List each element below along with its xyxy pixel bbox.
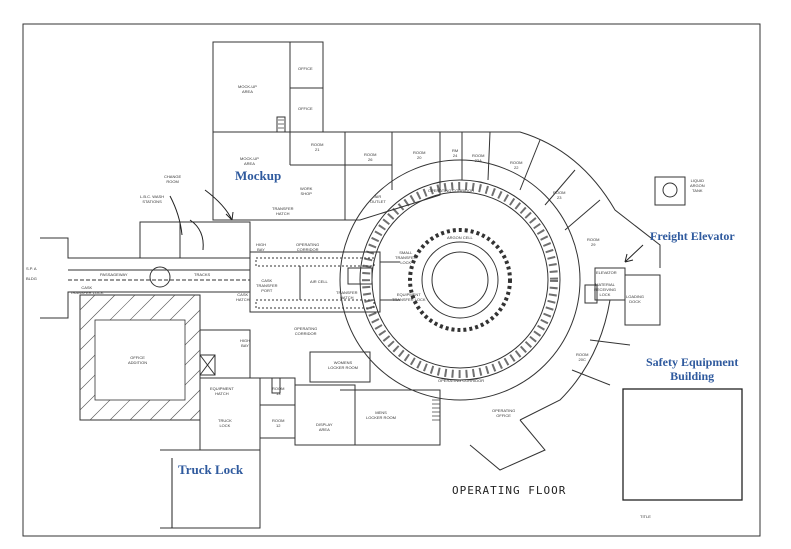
room-label-room-21: ROOM 21 <box>311 142 324 152</box>
safety-equipment-building <box>622 388 743 501</box>
room-label-womens-locker: WOMENS LOCKER ROOM <box>328 360 359 370</box>
room-label-change-room: CHANGE ROOM <box>164 174 182 184</box>
room-label-office-1: OFFICE <box>298 66 313 71</box>
room-label-truck-lock-small: TRUCK LOCK <box>218 418 232 428</box>
room-label-passageway: PASSAGEWAY <box>100 272 128 277</box>
room-label-mens-locker: MENS LOCKER ROOM <box>366 410 397 420</box>
room-label-room-23: ROOM 23 <box>553 190 566 200</box>
drawing-id: TITLE <box>640 514 651 519</box>
room-label-room-24: RM 24 <box>452 148 459 158</box>
room-label-office-addition: OFFICE ADDITION <box>128 355 148 365</box>
room-label-room-22: ROOM 22 <box>510 160 523 170</box>
room-label-bldg-left-2: BLDG <box>26 276 37 281</box>
ring-rooms <box>440 131 661 471</box>
room-label-equipment-hatch: EQUIPMENT HATCH <box>210 386 234 396</box>
room-label-room-20c: ROOM 20C <box>576 352 589 362</box>
callout-arrows <box>169 189 644 528</box>
left-wing <box>40 221 251 421</box>
hot-cell <box>249 251 400 313</box>
callout-freight-elevator: Freight Elevator <box>650 229 735 243</box>
room-label-lbc-wash: L.B.C. WASH STATIONS <box>140 194 165 204</box>
room-label-cask-transfer-port: CASK TRANSFER PORT <box>256 278 278 293</box>
room-label-work-shop: WORK SHOP <box>300 186 313 196</box>
room-label-room-20: ROOM 20 <box>413 150 426 160</box>
drawing-border <box>22 23 761 537</box>
room-label-bldg-left-1: S.P. A <box>26 266 37 271</box>
room-label-mockup-area-lower: MOCK-UP AREA <box>240 156 259 166</box>
room-label-room-23a: ROOM 23A <box>472 153 485 163</box>
east-wing <box>584 176 686 326</box>
room-label-tracks: TRACKS <box>194 272 211 277</box>
callout-safety-equipment: Safety Equipment Building <box>646 355 739 383</box>
stairs <box>278 119 440 421</box>
callout-mockup: Mockup <box>235 168 282 183</box>
room-label-operating-office: OPERATING OFFICE <box>492 408 516 418</box>
room-label-room-13: ROOM 13 <box>272 386 285 396</box>
office-addition-inner <box>94 319 186 401</box>
room-label-transfer-hatch: TRANSFER HATCH <box>272 206 294 216</box>
room-label-liquid-argon-tank: LIQUID ARGON TANK <box>690 178 705 193</box>
room-label-room-12: ROOM 12 <box>272 418 285 428</box>
room-label-air-cell: AIR CELL <box>310 279 328 284</box>
room-label-elevator: ELEVATOR <box>596 270 617 275</box>
mockup-building <box>212 41 441 221</box>
room-label-room-26: ROOM 26 <box>364 152 377 162</box>
room-label-air-outlet: AIR OUTLET <box>370 194 386 204</box>
room-label-high-bay-1: HIGH BAY <box>256 242 266 252</box>
room-label-room-29: ROOM 29 <box>587 237 600 247</box>
callout-truck-lock: Truck Lock <box>178 462 244 477</box>
room-label-high-bay-2: HIGH BAY <box>240 338 250 348</box>
room-label-display-area: DISPLAY AREA <box>316 422 333 432</box>
room-label-office-2: OFFICE <box>298 106 313 111</box>
room-label-cask-hatch: CASK HATCH <box>236 292 250 302</box>
argon-cell-ring <box>339 159 581 401</box>
room-label-cask-transfer-lock: CASK TRANSFER LOCK <box>70 285 104 295</box>
room-label-loading-dock: LOADING DOCK <box>626 294 645 304</box>
room-label-mockup-area-upper: MOCK-UP AREA <box>238 84 257 94</box>
room-label-operating-corridor-mid: OPERATING CORRIDOR <box>294 326 318 336</box>
lower-rooms <box>160 351 441 529</box>
room-label-reactor-cell: ARGON CELL <box>447 235 473 240</box>
room-label-operating-corridor-bottom: OPERATING CORRIDOR <box>438 378 485 383</box>
room-label-small-transfer-lock: SMALL TRANSFER LOCK <box>395 250 417 265</box>
room-label-operating-corridor-left: OPERATING CORRIDOR <box>296 242 320 252</box>
plan-title: OPERATING FLOOR <box>452 484 567 497</box>
room-label-material-receiving-lock: MATERIAL RECEIVING LOCK <box>594 282 617 297</box>
room-label-operating-corridor-top: OPERATING CORRIDOR <box>428 188 475 193</box>
room-label-transfer-hatch-2: TRANSFER HATCH <box>336 290 358 300</box>
room-label-equipment-transfer-lock: EQUIPMENT TRANSFER LOCK <box>392 292 426 302</box>
